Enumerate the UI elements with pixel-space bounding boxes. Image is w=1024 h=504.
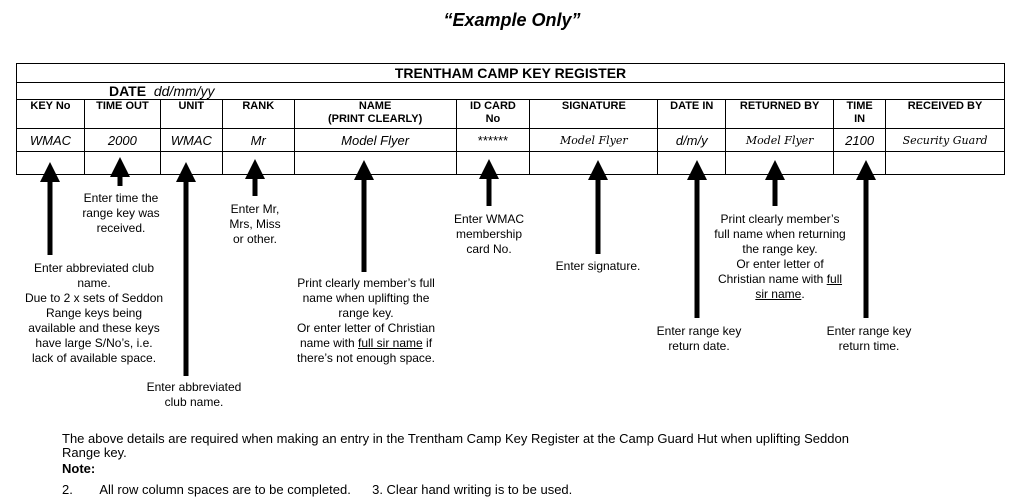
col-unit: UNIT (159, 99, 223, 129)
note-line: Range keys being (45, 306, 143, 320)
note-line: received. (96, 221, 146, 235)
note-line: full name when returning (714, 227, 846, 241)
col-id-line2: No (485, 113, 501, 125)
note-line: Print clearly member’s (720, 212, 840, 226)
note-line: Or enter letter of Christian (296, 321, 436, 335)
col-time-in-line2: IN (854, 113, 866, 125)
note-line: available and these keys (28, 321, 160, 335)
footer-paragraph: The above details are required when maki… (62, 432, 1012, 460)
note-text: if (422, 336, 433, 350)
note-unit: Enter abbreviated club name. (128, 380, 260, 410)
note-key-no: Enter abbreviated club name. Due to 2 x … (6, 261, 182, 366)
note-line: sir name. (755, 287, 805, 301)
note-line: card No. (466, 242, 512, 256)
note-underlined: full sir name (358, 336, 423, 350)
note-line: or other. (232, 232, 278, 246)
note-line: Enter time the (83, 191, 159, 205)
note-line: lack of available space. (31, 351, 157, 365)
col-name-line1: NAME (358, 100, 392, 112)
note-line: Christian name with full (700, 272, 860, 287)
note-returned-by: Print clearly member’s full name when re… (700, 212, 860, 302)
col-time-in-line1: TIME (846, 100, 873, 112)
note-line: range key. (338, 306, 394, 320)
note-date-in: Enter range key return date. (640, 324, 758, 354)
note-time-out: Enter time the range key was received. (68, 191, 174, 236)
col-time-out: TIME OUT (83, 99, 161, 129)
col-name-line2: (PRINT CLEARLY) (327, 113, 423, 125)
footer-line: The above details are required when maki… (62, 431, 849, 446)
item-text: All row column spaces are to be complete… (99, 482, 351, 497)
note-line: Or enter letter of (736, 257, 824, 271)
note-line: Enter range key (656, 324, 742, 338)
note-line: membership (455, 227, 523, 241)
footer-line: Range key. (62, 445, 127, 460)
col-rank: RANK (221, 99, 295, 129)
col-signature: SIGNATURE (529, 99, 659, 129)
note-line: Enter Mr, (230, 202, 280, 216)
example-date-in: d/m/y (657, 128, 727, 152)
note-line: Enter abbreviated club (33, 261, 155, 275)
col-name: NAME(PRINT CLEARLY) (293, 99, 457, 129)
note-text: name with (299, 336, 355, 350)
example-time-in: 2100 (833, 128, 887, 152)
col-id-line1: ID CARD (470, 100, 516, 112)
note-underlined: full (826, 272, 843, 286)
example-name: Model Flyer (293, 128, 457, 152)
example-time-out: 2000 (83, 128, 161, 152)
date-label: DATE (109, 83, 147, 99)
note-line: Enter abbreviated (146, 380, 242, 394)
note-line: Enter WMAC (453, 212, 524, 226)
note-id-card: Enter WMAC membership card No. (440, 212, 538, 257)
note-label: Note: (62, 461, 96, 476)
note-time-in: Enter range key return time. (810, 324, 928, 354)
item-text: 3. Clear hand writing is to be used. (372, 482, 573, 497)
example-id-card: ****** (455, 128, 531, 152)
note-line: name. (77, 276, 111, 290)
note-line: Enter range key (826, 324, 912, 338)
blank-cell (293, 151, 457, 175)
note-rank: Enter Mr, Mrs, Miss or other. (214, 202, 296, 247)
blank-cell (885, 151, 1005, 175)
page-heading: “Example Only” (443, 10, 581, 30)
note-line: have large S/No’s, i.e. (35, 336, 153, 350)
note-line: name when uplifting the (302, 291, 430, 305)
example-returned-by: Model Flyer (725, 128, 835, 152)
note-underlined: sir name (755, 287, 802, 301)
note-signature: Enter signature. (555, 259, 641, 273)
example-unit: WMAC (159, 128, 223, 152)
example-rank: Mr (221, 128, 295, 152)
date-value: dd/mm/yy (153, 83, 215, 99)
note-line: Due to 2 x sets of Seddon (24, 291, 164, 305)
note-line: return time. (838, 339, 900, 353)
note-text: Christian name with (717, 272, 824, 286)
note-line: club name. (164, 395, 224, 409)
note-line: Print clearly member’s full (297, 276, 435, 290)
note-name: Print clearly member’s full name when up… (276, 276, 456, 366)
note-line: range key was (82, 206, 160, 220)
note-line: the range key. (742, 242, 818, 256)
note-line: there’s not enough space. (297, 351, 435, 365)
note-line: return date. (668, 339, 730, 353)
item-number: 2. (62, 482, 73, 497)
note-line: Mrs, Miss (229, 217, 281, 231)
date-row: DATE dd/mm/yy (16, 82, 1005, 100)
note-line: name with full sir name if (276, 336, 456, 351)
footer-items: 2. All row column spaces are to be compl… (62, 483, 962, 497)
col-date-in: DATE IN (657, 99, 727, 129)
